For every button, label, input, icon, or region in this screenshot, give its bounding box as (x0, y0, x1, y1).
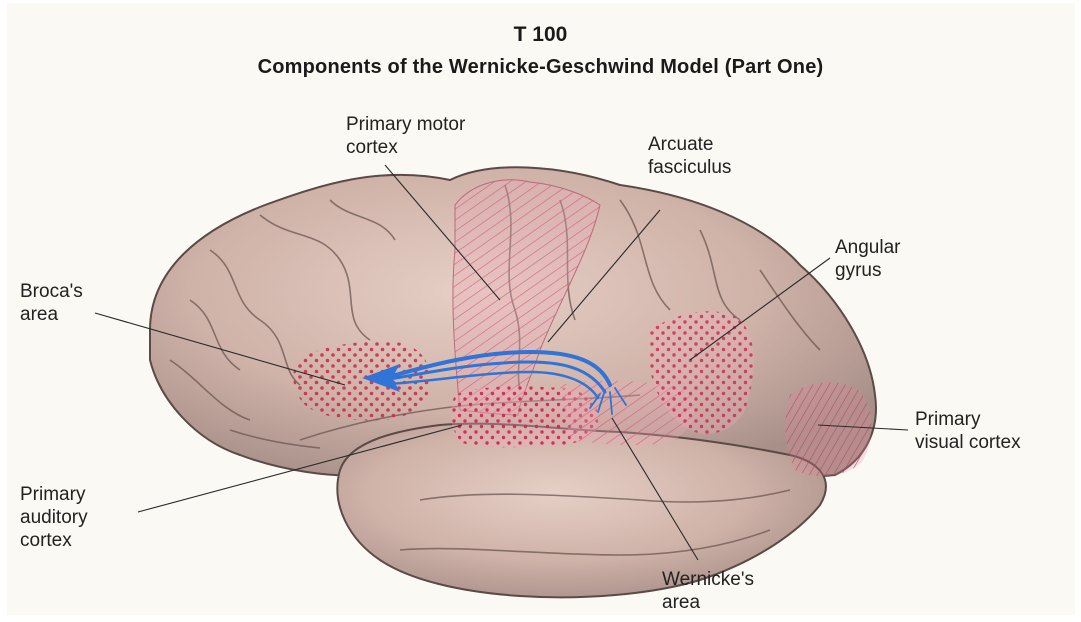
label-primary-auditory-cortex: Primary auditory cortex (20, 483, 88, 552)
label-arcuate-fasciculus: Arcuate fasciculus (648, 133, 731, 179)
label-angular-gyrus: Angular gyrus (835, 236, 901, 282)
label-wernickes-area: Wernicke's area (662, 568, 754, 614)
primary-visual-cortex-region (785, 382, 871, 476)
label-brocas-area: Broca's area (20, 280, 83, 326)
label-primary-motor-cortex: Primary motor cortex (346, 113, 465, 159)
label-primary-visual-cortex: Primary visual cortex (915, 408, 1021, 454)
